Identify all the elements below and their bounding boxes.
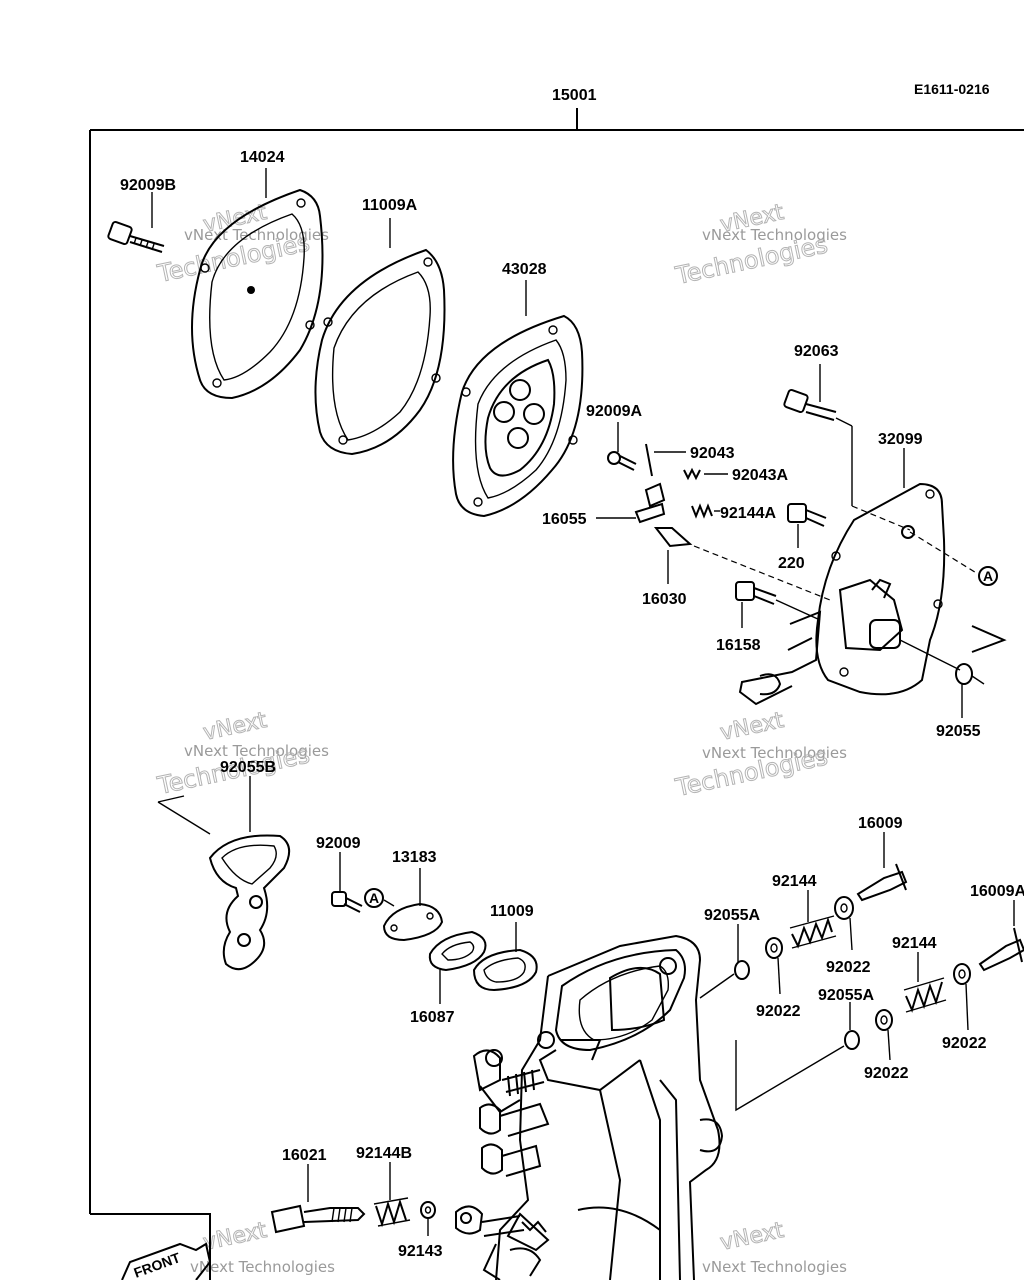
spring-92144b — [373, 1162, 411, 1228]
label-14024: 14024 — [240, 149, 285, 166]
svg-text:A: A — [369, 890, 379, 906]
part-labels: 14024 92009B 11009A 43028 92063 32099 92… — [120, 149, 1024, 1260]
gasket-11009 — [472, 922, 538, 992]
washer-92022-upper — [765, 937, 783, 995]
label-92063: 92063 — [794, 343, 839, 360]
pin-92043 — [645, 443, 686, 477]
gasket-92055b — [157, 776, 291, 971]
label-16087: 16087 — [410, 1009, 455, 1026]
label-92144-lower: 92144 — [892, 935, 937, 952]
label-43028: 43028 — [502, 261, 547, 278]
washer-92022-lower — [875, 1009, 893, 1061]
washer-92022-far-right — [953, 963, 971, 1031]
label-92055: 92055 — [936, 723, 981, 740]
svg-text:vNext: vNext — [201, 708, 269, 746]
bolt-92009b — [107, 192, 165, 253]
label-92009: 92009 — [316, 835, 361, 852]
label-11009a: 11009A — [362, 197, 418, 214]
label-92009a: 92009A — [586, 403, 642, 420]
label-92022-a: 92022 — [826, 959, 871, 976]
label-16021: 16021 — [282, 1147, 327, 1164]
svg-text:vNext Technologies: vNext Technologies — [702, 744, 847, 762]
cover-13183 — [382, 868, 444, 942]
oring-92055a-lower — [735, 1002, 860, 1112]
watermark-middle-left: vNext vNext Technologies Technologies — [154, 707, 329, 800]
label-92144-upper: 92144 — [772, 873, 817, 890]
label-16009: 16009 — [858, 815, 903, 832]
label-92144b: 92144B — [356, 1145, 412, 1162]
cover-32099 — [738, 448, 1007, 706]
watermark-top-right: vNext vNext Technologies Technologies — [672, 199, 847, 290]
spring-92144-upper — [789, 890, 837, 949]
marker-a-bottom: A — [364, 888, 395, 908]
label-92144a: 92144A — [720, 505, 776, 522]
spring-92043a — [683, 467, 728, 481]
washer-92143 — [420, 1201, 436, 1236]
label-16158: 16158 — [716, 637, 761, 654]
label-92043a: 92043A — [732, 467, 788, 484]
label-92022-d: 92022 — [864, 1065, 909, 1082]
watermark-middle-right: vNext vNext Technologies Technologies — [672, 707, 847, 802]
watermark-bottom-right: vNext vNext Technologies — [702, 1217, 847, 1276]
screw-16009a — [978, 900, 1024, 972]
label-92022-b: 92022 — [756, 1003, 801, 1020]
bolt-16158 — [735, 581, 821, 628]
label-92022-c: 92022 — [942, 1035, 987, 1052]
label-11009: 11009 — [490, 903, 534, 920]
oring-92055a-upper — [699, 924, 750, 999]
label-92055a-upper: 92055A — [704, 907, 760, 924]
label-92143: 92143 — [398, 1243, 443, 1260]
screw-16009 — [856, 832, 908, 902]
label-16055: 16055 — [542, 511, 587, 528]
gasket-14024 — [191, 168, 324, 400]
needle-16030 — [653, 527, 831, 601]
marker-a-top: A — [978, 566, 998, 586]
svg-text:FRONT: FRONT — [132, 1249, 183, 1280]
label-92055a-lower: 92055A — [818, 987, 874, 1004]
washer-92022-right — [834, 896, 854, 951]
svg-text:vNext Technologies: vNext Technologies — [184, 742, 329, 760]
label-92055b: 92055B — [220, 759, 276, 776]
spring-92144a — [691, 503, 720, 519]
reference-code: E1611-0216 — [914, 81, 990, 97]
svg-text:vNext Technologies: vNext Technologies — [184, 226, 329, 244]
gasket-11009a — [314, 218, 446, 456]
spring-92144-lower — [903, 952, 947, 1013]
screw-92009a — [607, 422, 637, 471]
watermark-bottom-left: vNext vNext Technologies — [190, 1217, 335, 1276]
bolt-92063 — [783, 364, 911, 531]
svg-text:vNext: vNext — [718, 1218, 786, 1256]
screw-16021 — [270, 1164, 366, 1234]
label-16030: 16030 — [642, 591, 687, 608]
label-220: 220 — [778, 555, 805, 572]
svg-text:A: A — [983, 568, 993, 584]
carburetor-body — [455, 934, 724, 1280]
screw-92009 — [331, 852, 363, 913]
bolt-220 — [787, 503, 827, 548]
label-16009a: 16009A — [970, 883, 1024, 900]
oring-92055 — [955, 663, 985, 718]
diaphragm-43028 — [452, 280, 584, 518]
plate-16087 — [428, 930, 487, 1004]
svg-text:vNext: vNext — [718, 708, 786, 746]
label-92009b: 92009B — [120, 177, 176, 194]
label-13183: 13183 — [392, 849, 437, 866]
svg-text:vNext Technologies: vNext Technologies — [702, 1258, 847, 1276]
svg-text:vNext Technologies: vNext Technologies — [190, 1258, 335, 1276]
svg-text:vNext Technologies: vNext Technologies — [702, 226, 847, 244]
svg-text:vNext: vNext — [201, 1218, 269, 1256]
assembly-number: 15001 — [552, 87, 597, 104]
label-92043: 92043 — [690, 445, 735, 462]
lever-16055 — [596, 482, 666, 524]
label-32099: 32099 — [878, 431, 923, 448]
